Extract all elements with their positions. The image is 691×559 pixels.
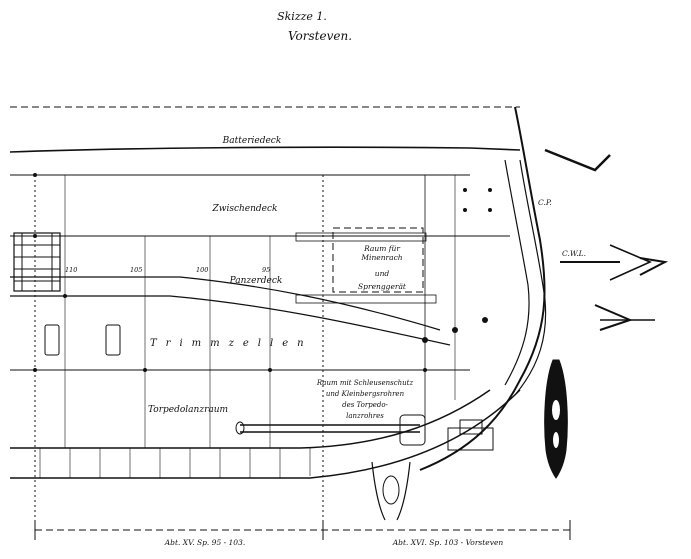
note-mine-room-1: Raum für [363,244,400,253]
note-torpedo-room-3: des Torpedo- [342,401,388,409]
trim-cell-hatches [44,324,121,356]
drawing-subtitle: Vorsteven. [288,29,352,43]
note-torpedo-room-4: lanzrohres [346,412,384,420]
note-torpedo-room-1: Raum mit Schleusenschutz [316,379,414,387]
note-mine-room-3: und [375,269,390,278]
note-mine-room-2: Minenrach [360,253,402,262]
mine-room [295,227,437,304]
note-mine-room-4: Sprenggerät [358,282,407,291]
label-section-xvi: Abt. XVI. Sp. 103 - Vorsteven [392,538,504,547]
label-trim-cells: Trimmzellen [150,338,313,349]
frame-label-110: 110 [65,266,77,274]
stairway [13,232,61,292]
keel-section [371,461,411,521]
frame-label-105: 105 [130,266,142,274]
label-section-xv: Abt. XV. Sp. 95 - 103. [164,538,245,547]
drawing-title: Skizze 1. [277,10,327,23]
waterline-markers [544,148,669,331]
label-between-deck: Zwischendeck [212,204,278,214]
frame-label-100: 100 [196,266,208,274]
torpedo-side-view [544,359,568,479]
bottom-plating [39,448,311,478]
label-upper-waterline: C.P. [538,198,552,207]
label-torpedo-room: Torpedolanzraum [148,405,228,415]
label-armored-deck: Panzerdeck [229,276,283,286]
frame-label-95: 95 [262,266,270,274]
label-cwl: C.W.L. [562,249,586,258]
torpedo-tube [235,414,494,451]
section-dimension-line [34,520,571,540]
label-battery-deck: Batteriedeck [222,136,282,146]
frame-rivets [33,173,492,372]
note-torpedo-room-2: und Kleinbergsrohren [326,390,405,398]
hull-outline [9,106,547,520]
